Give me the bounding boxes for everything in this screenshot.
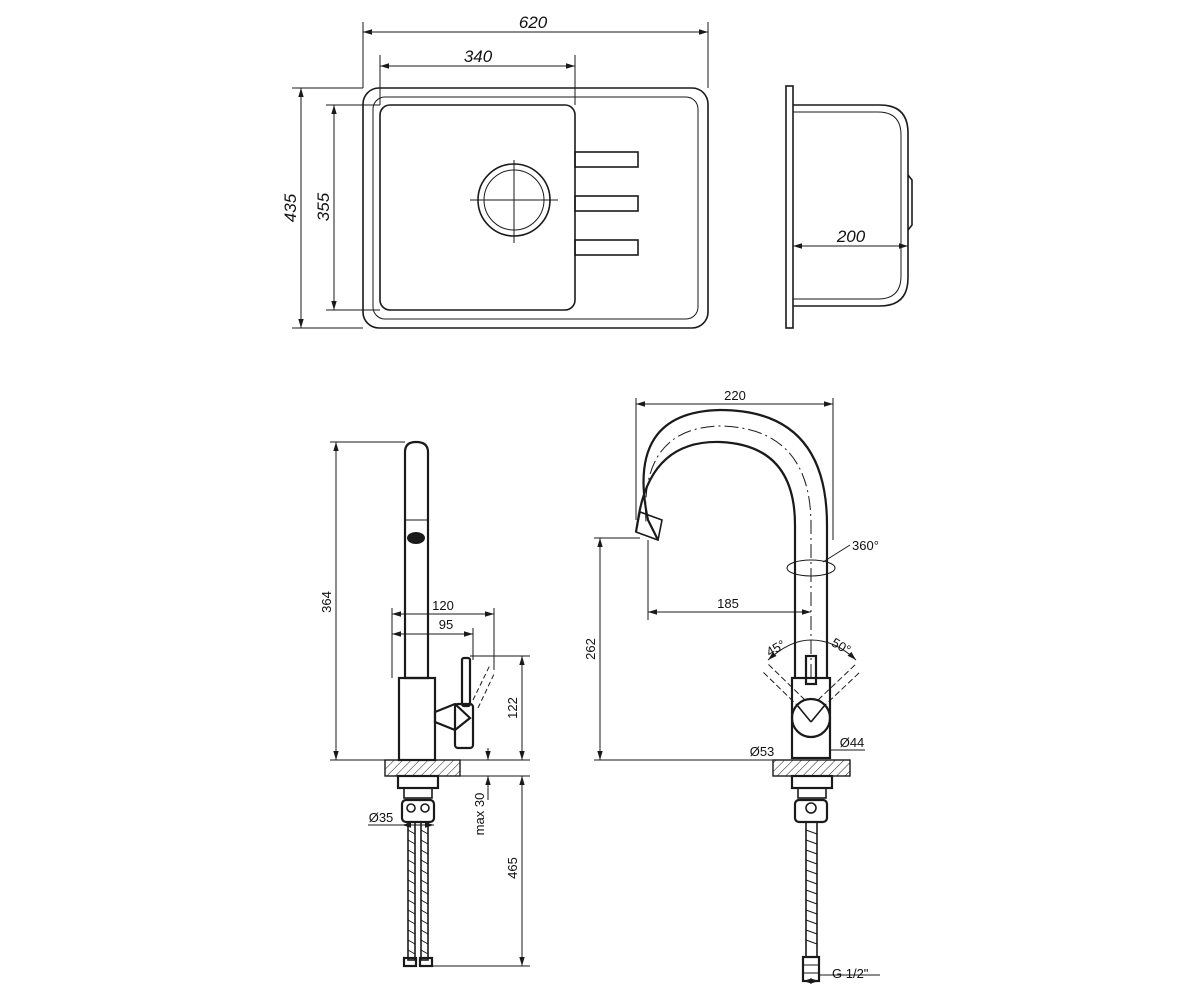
faucet-front-thread-fitting <box>801 955 821 983</box>
dim-label-185: 185 <box>717 596 739 611</box>
faucet-side-hose-left <box>407 821 416 961</box>
faucet-side-lever-handle <box>460 656 472 708</box>
sink-side-overflow <box>907 174 913 231</box>
faucet-front-view: 360° 45° 50° 220 185 <box>583 388 880 984</box>
faucet-side-aerator <box>407 532 425 544</box>
sink-bowl <box>379 104 576 311</box>
drainer-rib-3 <box>574 239 639 256</box>
faucet-front-aerator <box>635 510 663 542</box>
faucet-front-nut <box>790 774 834 790</box>
dim-label-122: 122 <box>505 697 520 719</box>
sink-inner-rim <box>372 96 699 320</box>
faucet-side-hose-fitting <box>400 798 436 824</box>
dim-label-465: 465 <box>505 857 520 879</box>
drainer-rib-2 <box>574 195 639 212</box>
faucet-front-body <box>790 676 832 760</box>
dim-label-360: 360° <box>852 538 879 553</box>
dim-label-364: 364 <box>319 591 334 613</box>
dim-label-thread: G 1/2" <box>832 966 869 981</box>
sink-top-view: 620 340 435 355 <box>281 13 709 329</box>
sink-side-bowl <box>793 104 909 307</box>
dim-label-120: 120 <box>432 598 454 613</box>
dim-label-355: 355 <box>314 192 333 221</box>
sink-side-rim <box>785 85 794 329</box>
dim-label-95: 95 <box>439 617 453 632</box>
faucet-front-spout-inner <box>642 408 829 678</box>
dim-label-d53: Ø53 <box>750 744 775 759</box>
dim-label-340: 340 <box>464 47 493 66</box>
faucet-side-spout <box>403 440 430 680</box>
dim-label-d44: Ø44 <box>840 735 865 750</box>
dim-label-220: 220 <box>724 388 746 403</box>
faucet-side-mount-plate <box>384 759 461 777</box>
faucet-side-body <box>397 676 437 762</box>
faucet-side-view: 364 120 95 122 max 30 Ø35 465 <box>319 440 530 968</box>
dim-label-d35: Ø35 <box>369 810 394 825</box>
drainer-rib-1 <box>574 151 639 168</box>
faucet-side-nut <box>396 774 440 790</box>
sink-outer-outline <box>362 87 709 329</box>
faucet-side-lever-hub <box>453 702 475 750</box>
faucet-front-mount-plate <box>772 759 851 777</box>
dim-label-262: 262 <box>583 638 598 660</box>
faucet-front-lever <box>804 654 818 686</box>
dim-label-45deg: 45° <box>763 637 788 660</box>
dim-label-620: 620 <box>519 13 548 32</box>
faucet-side-hose-right <box>420 821 429 961</box>
dim-label-max30: max 30 <box>472 793 487 836</box>
faucet-front-cartridge <box>790 697 832 739</box>
dim-label-200: 200 <box>836 227 866 246</box>
sink-side-view: 200 <box>785 85 913 329</box>
rotation-indicator <box>786 559 836 577</box>
faucet-side-lever-base <box>433 702 472 732</box>
dim-label-435: 435 <box>281 193 300 222</box>
